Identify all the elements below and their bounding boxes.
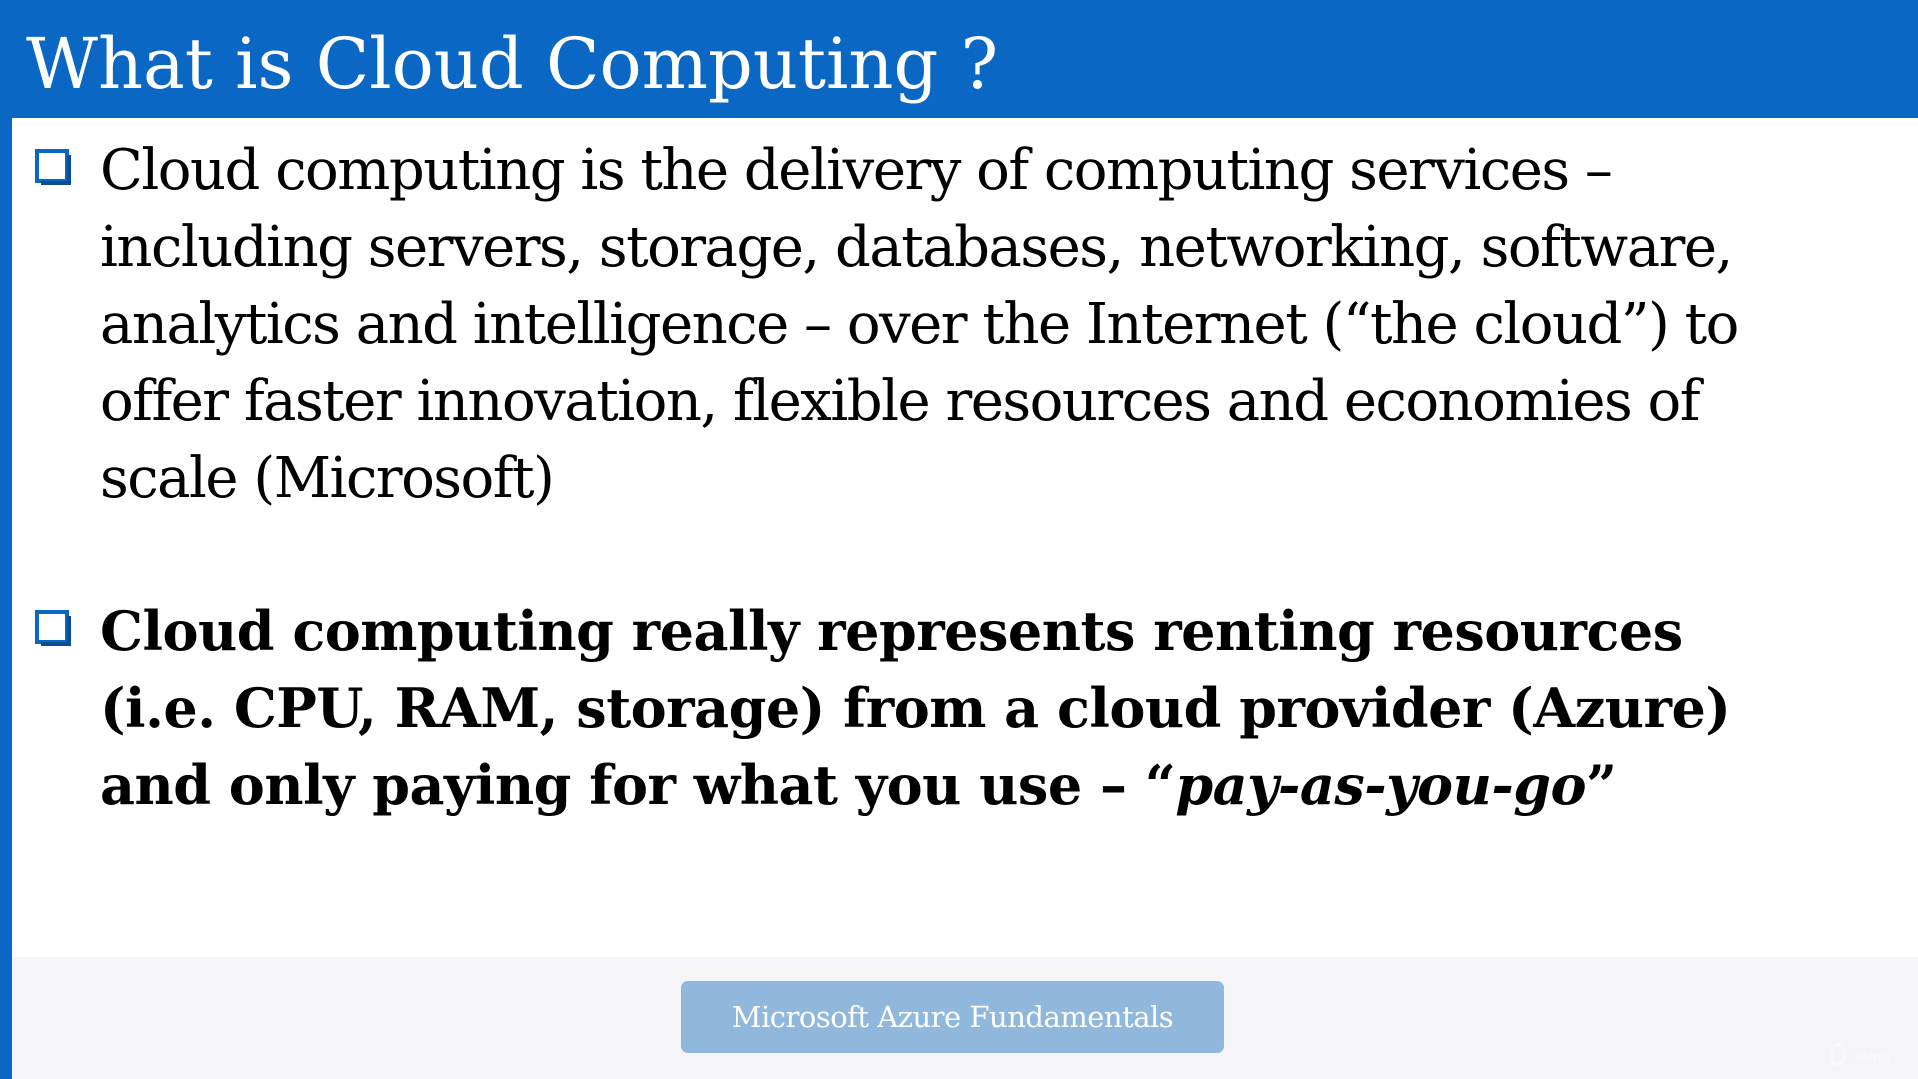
bullet-line: analytics and intelligence – over the In…	[100, 292, 1739, 357]
watermark-text: Udemy	[1850, 1050, 1893, 1064]
course-name-badge: Microsoft Azure Fundamentals	[681, 981, 1224, 1053]
bullet-line: offer faster innovation, flexible resour…	[100, 369, 1700, 434]
bullet-line: Cloud computing really represents rentin…	[100, 599, 1683, 663]
bullet-text: Cloud computing really represents rentin…	[100, 593, 1890, 824]
bullet-text: Cloud computing is the delivery of compu…	[100, 132, 1890, 517]
slide-title: What is Cloud Computing ?	[26, 23, 999, 105]
bullet-line: (i.e. CPU, RAM, storage) from a cloud pr…	[100, 676, 1731, 740]
bullet-line: and only paying for what you use – “pay-…	[100, 747, 1890, 824]
pay-as-you-go-emphasis: pay-as-you-go	[1175, 753, 1587, 817]
bullet-line: Cloud computing is the delivery of compu…	[100, 138, 1613, 203]
checkbox-icon	[35, 149, 71, 185]
bullet-line: scale (Microsoft)	[100, 446, 555, 511]
title-banner: What is Cloud Computing ?	[0, 0, 1918, 118]
bullet-line-prefix: and only paying for what you use – “	[100, 753, 1176, 817]
bullet-line-suffix: ”	[1586, 753, 1617, 817]
udemy-watermark-logo: Udemy	[1830, 1042, 1893, 1066]
bullet-line: including servers, storage, databases, n…	[100, 215, 1733, 280]
checkbox-icon	[35, 610, 71, 646]
left-accent-bar	[0, 0, 12, 1079]
